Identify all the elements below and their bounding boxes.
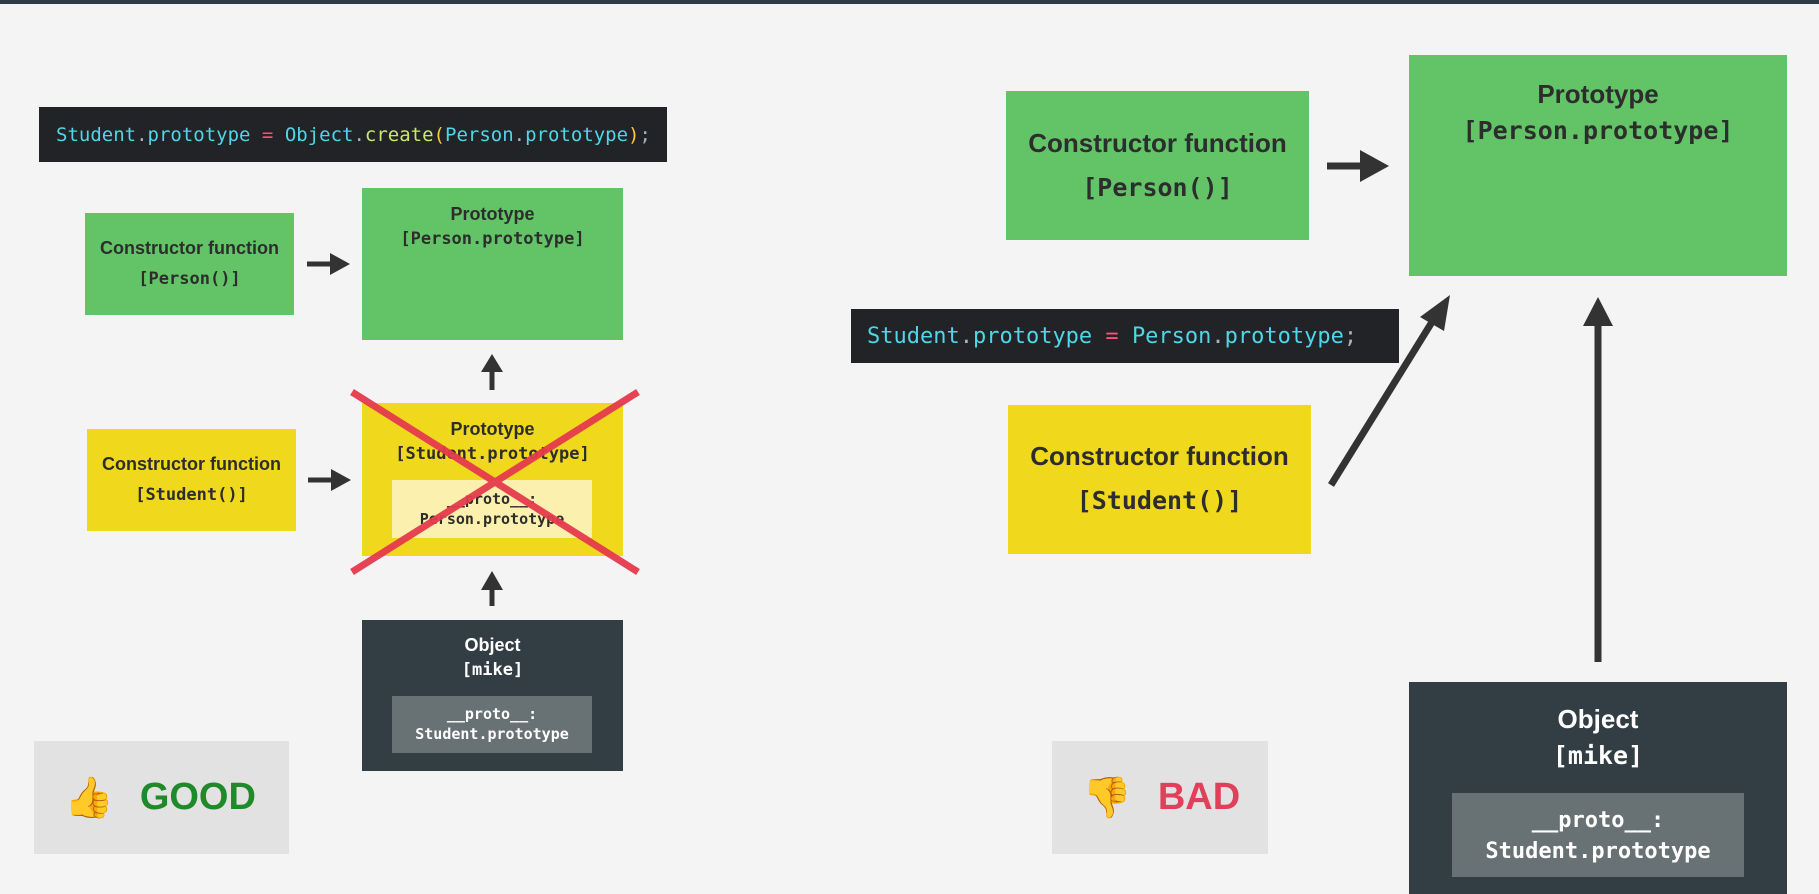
code-token: ; (639, 123, 651, 146)
box-code: [Person.prototype] (400, 229, 585, 249)
box-title: Object (464, 635, 521, 655)
cross-out-mark (350, 389, 640, 575)
box-code: [mike] (1552, 741, 1644, 770)
arrow-person-constructor-to-prototype (307, 253, 350, 275)
good-code-snippet: Student.prototype = Object.create(Person… (39, 107, 667, 162)
code-token: Person (1131, 323, 1212, 349)
proto-value: Person.prototype (419, 510, 565, 528)
code-token: Object (284, 123, 354, 146)
bad-label: BAD (1157, 776, 1241, 818)
code-token: . (136, 123, 148, 146)
code-token: ) (628, 123, 640, 146)
arrow-bad-mike-to-person-prototype (1583, 297, 1613, 662)
bad-person-prototype-box: Prototype [Person.prototype] (1409, 55, 1787, 276)
arrow-bad-person-constructor-to-prototype (1327, 150, 1389, 182)
bad-student-constructor-box: Constructor function [Student()] (1008, 405, 1311, 554)
box-code: [mike] (461, 660, 524, 680)
arrow-student-prototype-to-person-prototype (481, 354, 503, 390)
good-mike-object-box: Object [mike] __proto__: Student.prototy… (362, 620, 623, 771)
proto-value: Student.prototype (415, 725, 569, 743)
box-title: Constructor function (102, 454, 281, 474)
good-person-constructor-box: Constructor function [Person()] (85, 213, 294, 315)
good-label: GOOD (139, 776, 256, 818)
code-token: Person (445, 123, 514, 146)
thumbs-down-icon: 👎 (1082, 774, 1132, 821)
bad-person-constructor-box: Constructor function [Person()] (1006, 91, 1309, 240)
box-title: Prototype (450, 204, 535, 224)
code-token: . (353, 123, 365, 146)
arrow-student-constructor-to-prototype (308, 469, 351, 491)
code-token: Student (56, 123, 137, 146)
bad-mike-proto-link: __proto__: Student.prototype (1452, 793, 1744, 877)
box-title: Constructor function (1028, 128, 1287, 158)
box-title: Object (1557, 704, 1639, 734)
code-token: = (250, 123, 285, 146)
box-code: [Person.prototype] (1462, 116, 1734, 145)
good-mike-proto-link: __proto__: Student.prototype (392, 696, 592, 753)
code-token: prototype (1224, 323, 1344, 349)
code-token: prototype (972, 323, 1093, 349)
box-code: [Person()] (1082, 173, 1233, 202)
box-title: Prototype (450, 419, 535, 439)
proto-value: Student.prototype (1485, 839, 1711, 864)
code-token: . (513, 123, 526, 146)
code-token: . (1211, 323, 1225, 349)
code-token: create (364, 123, 434, 146)
box-code: [Student()] (1076, 486, 1243, 515)
arrow-mike-to-student-prototype (481, 571, 503, 606)
code-token: Student (867, 323, 960, 349)
bad-mike-object-box: Object [mike] __proto__: Student.prototy… (1409, 682, 1787, 894)
box-code: [Person()] (138, 269, 241, 289)
bad-badge: 👎 BAD (1052, 741, 1268, 854)
code-token: . (959, 323, 973, 349)
top-border (0, 0, 1819, 4)
code-token: prototype (147, 123, 251, 146)
good-badge: 👍 GOOD (34, 741, 289, 854)
code-token: ( (433, 123, 445, 146)
box-title: Constructor function (1030, 441, 1289, 471)
good-person-prototype-box: Prototype [Person.prototype] (362, 188, 623, 340)
proto-label: __proto__: (446, 705, 538, 723)
code-token: = (1092, 323, 1132, 349)
box-title: Constructor function (100, 238, 279, 258)
code-token: prototype (525, 123, 629, 146)
arrow-bad-student-constructor-to-person-prototype (1328, 295, 1450, 487)
box-title: Prototype (1537, 79, 1659, 109)
box-code: [Student()] (135, 485, 248, 505)
bad-code-snippet: Student.prototype = Person.prototype; (851, 309, 1399, 363)
code-token: ; (1343, 323, 1358, 349)
thumbs-up-icon: 👍 (64, 774, 114, 821)
proto-label: __proto__: (1531, 808, 1665, 833)
good-student-constructor-box: Constructor function [Student()] (87, 429, 296, 531)
